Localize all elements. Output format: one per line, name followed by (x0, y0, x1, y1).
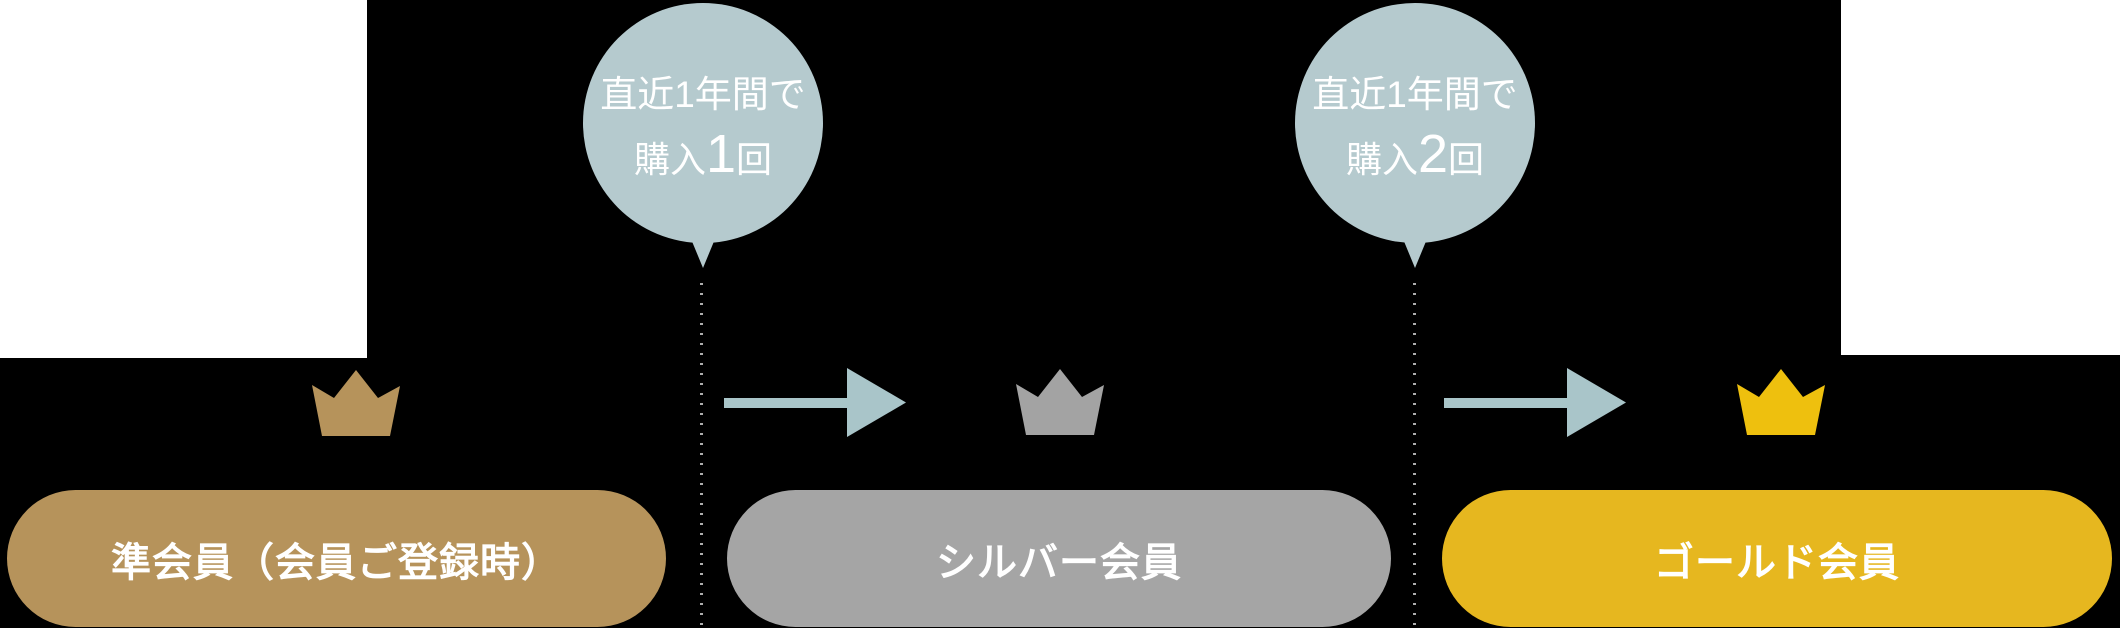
crown-icon-gold (1737, 369, 1825, 435)
tier-label-silver: シルバー会員 (936, 540, 1182, 585)
balloon-2-purchase-label: 購入 (1345, 139, 1418, 180)
tier-banner-silver: シルバー会員 (727, 490, 1391, 627)
tier-label-associate: 準会員（会員ご登録時） (111, 540, 562, 585)
crown-icon-silver (1016, 369, 1104, 435)
dotted-drop-line-silver (700, 283, 703, 628)
dotted-drop-line-gold (1413, 283, 1416, 628)
balloon-2-line1: 直近1年間で (1312, 74, 1518, 115)
crown-icon-bronze (312, 370, 400, 436)
balloon-2-count: 2 (1417, 124, 1449, 184)
tier-banner-gold: ゴールド会員 (1442, 490, 2112, 627)
tier-banner-associate: 準会員（会員ご登録時） (7, 490, 666, 627)
arrow-right-icon-2 (1444, 368, 1626, 437)
arrow-right-icon-1 (724, 368, 906, 437)
balloon-1-purchase-label: 購入 (633, 139, 706, 180)
balloon-1-count-suffix: 回 (736, 139, 773, 180)
balloon-1-line1: 直近1年間で (600, 74, 806, 115)
balloon-1-tail (684, 222, 722, 268)
balloon-2-count-suffix: 回 (1448, 139, 1485, 180)
page-background-patch-top-right (1841, 0, 2120, 355)
page-background-patch-top-left (0, 0, 367, 358)
balloon-1-count: 1 (705, 124, 737, 184)
balloon-2-tail (1396, 222, 1434, 268)
tier-label-gold: ゴールド会員 (1654, 540, 1900, 585)
